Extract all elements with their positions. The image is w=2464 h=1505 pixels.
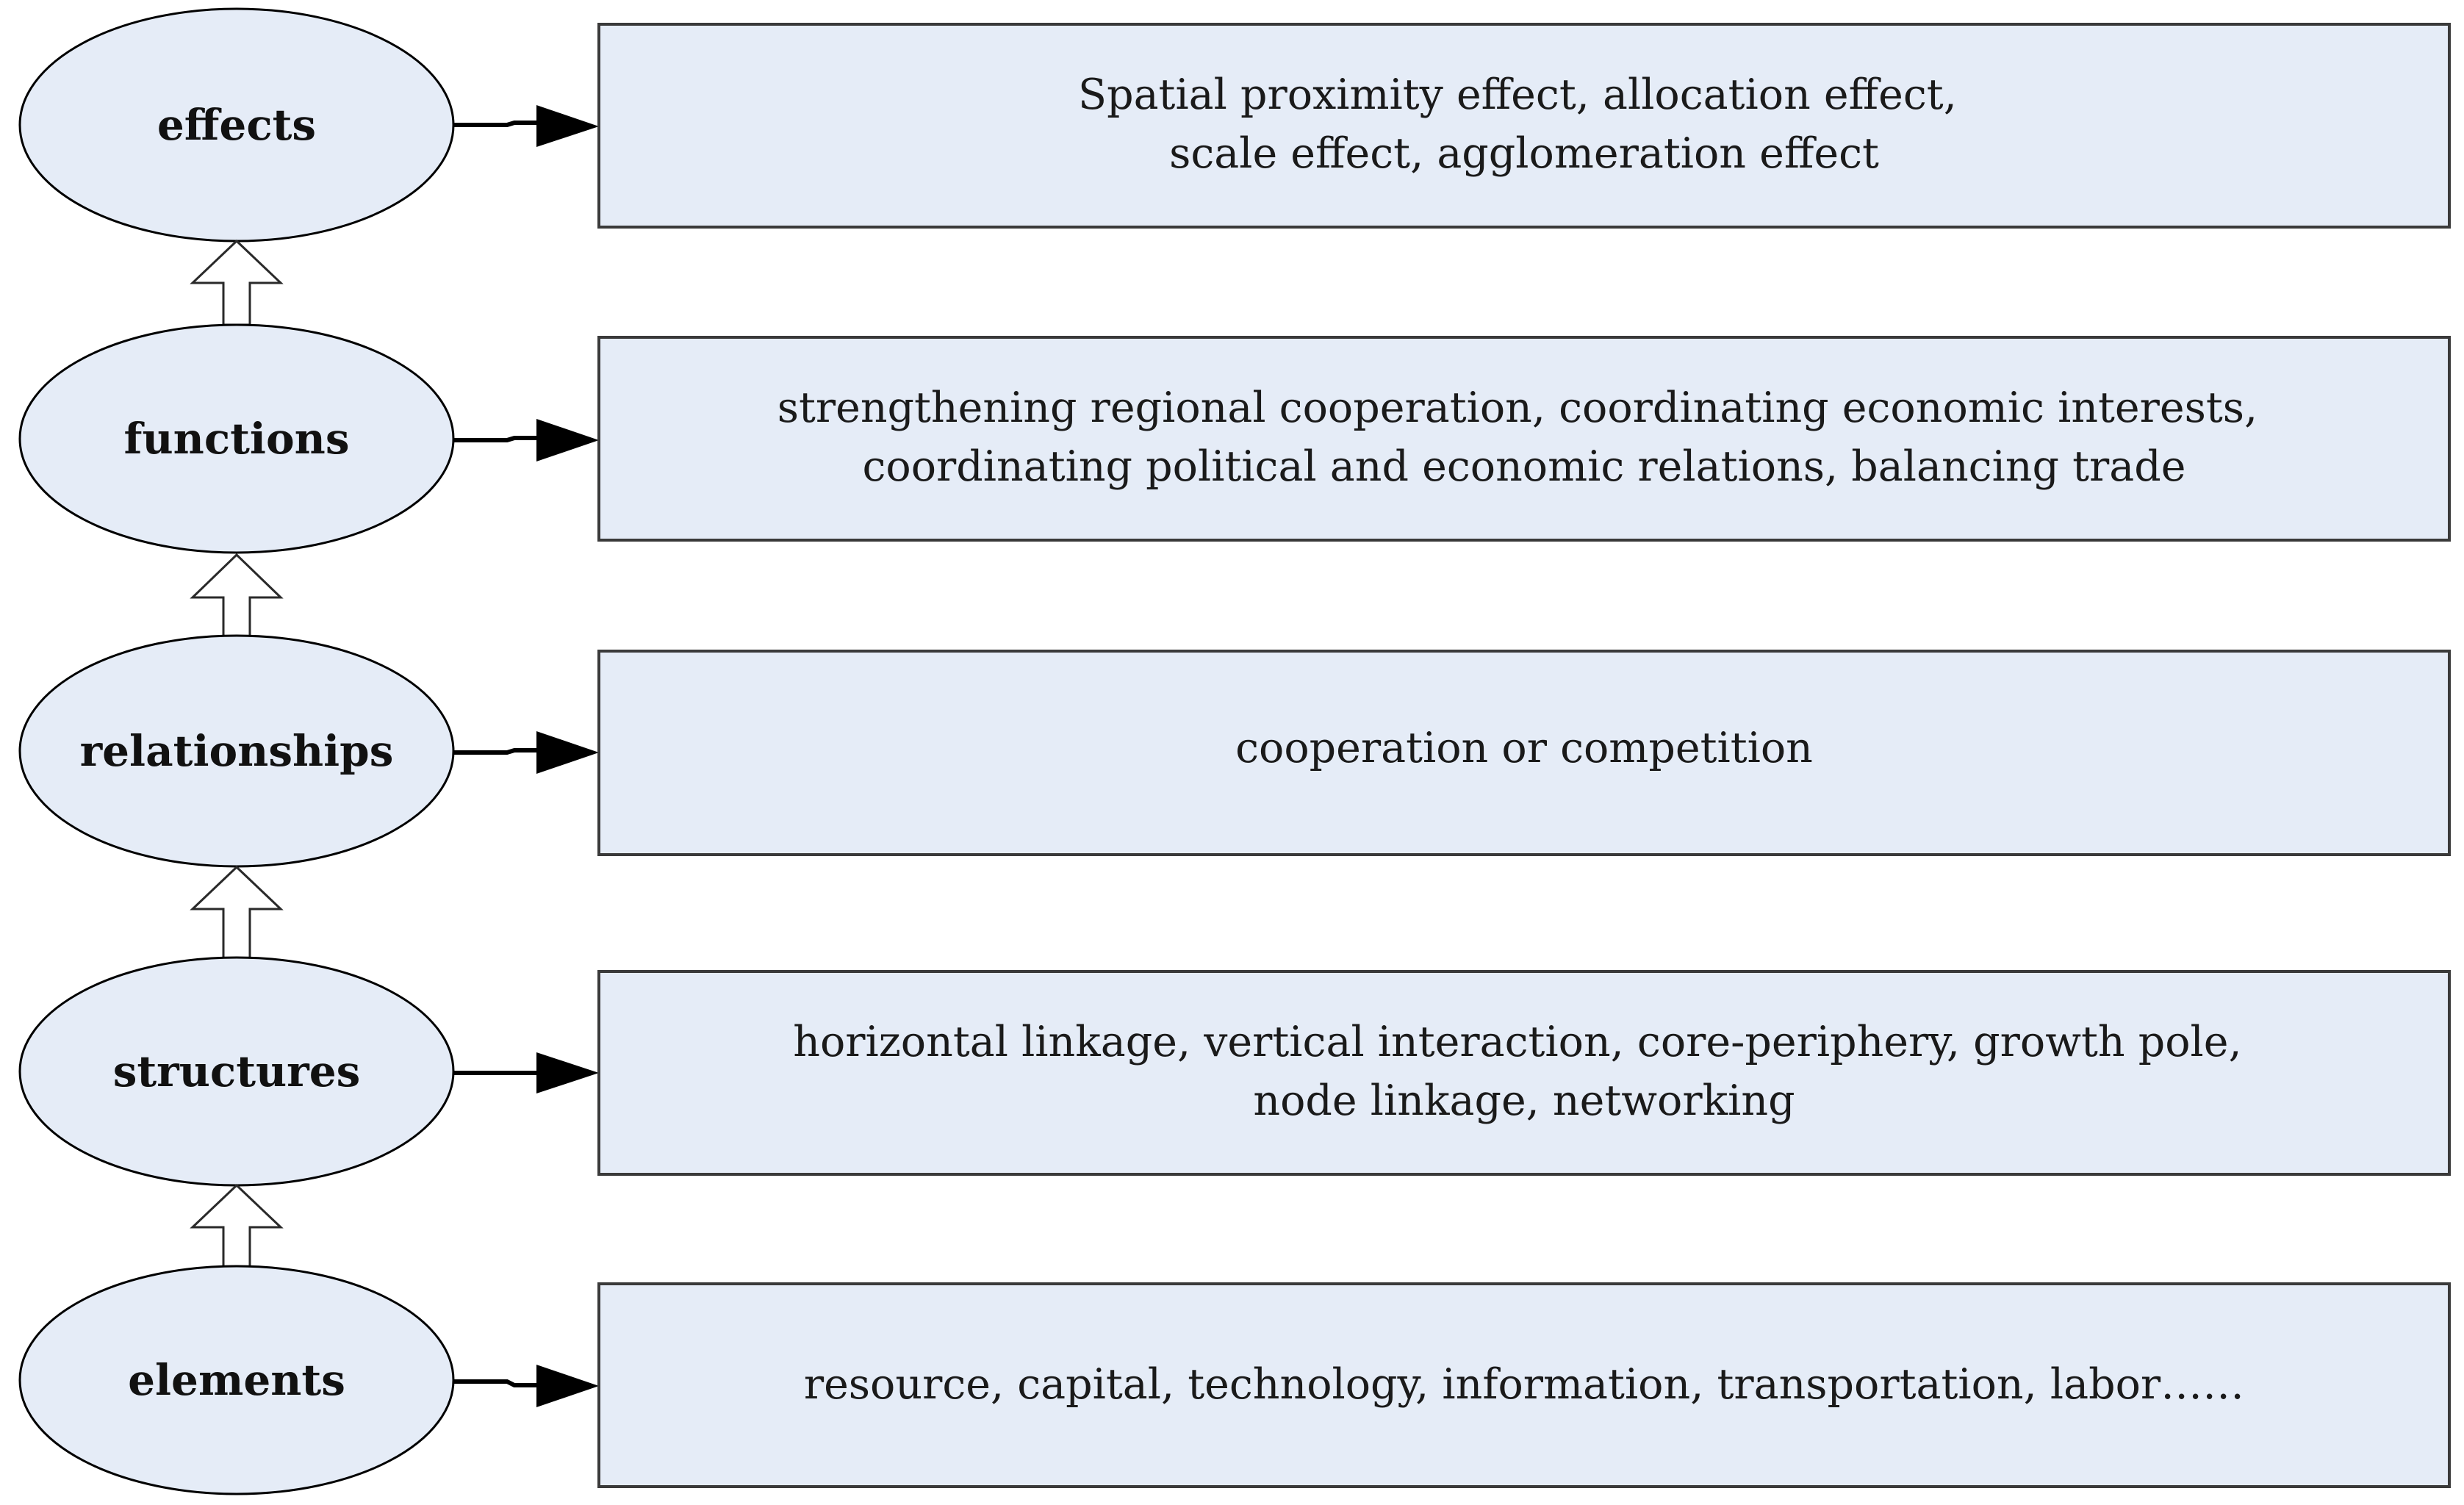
functions-node-label: functions [124,414,350,464]
functions-connector-line [453,436,540,442]
elements-node-label: elements [128,1355,345,1405]
elements-description-line-1: resource, capital, technology, informati… [804,1360,2244,1409]
structures-description-line-1: horizontal linkage, vertical interaction… [793,1018,2241,1066]
relationships-connector-line [453,748,540,755]
structures-description-line-2: node linkage, networking [1253,1077,1795,1125]
relationships-node-label: relationships [80,726,394,776]
hollow-up-arrow-functions-to-effects [190,239,284,326]
effects-description-line-1: Spatial proximity effect, allocation eff… [1078,71,1957,119]
level-effects: effects Spatial proximity effect, alloca… [18,7,2451,243]
hollow-up-arrow-relationships-to-functions [190,553,284,641]
elements-description-box [597,1282,2451,1488]
structures-connector-arrowhead [536,1052,599,1093]
effects-description: Spatial proximity effect, allocation eff… [1078,71,1970,178]
functions-description-box [597,336,2451,542]
effects-connector-arrowhead [536,105,599,147]
effects-description-box [597,23,2451,229]
functions-description-line-2: coordinating political and economic rela… [862,442,2185,491]
effects-connector-line [453,121,540,127]
level-functions: functions strengthening regional coopera… [18,323,2451,554]
structures-node-label: structures [113,1046,361,1096]
level-structures: structures horizontal linkage, vertical … [18,956,2451,1187]
hollow-up-arrow-structures-to-relationships [190,865,284,960]
relationships-description: cooperation or competition [1235,724,1813,772]
elements-connector-line [453,1379,540,1387]
effects-node-label: effects [157,100,316,150]
functions-connector-arrowhead [536,419,599,461]
elements-connector-arrowhead [536,1365,599,1407]
elements-description: resource, capital, technology, informati… [804,1360,2244,1409]
relationships-description-box [597,650,2451,856]
effects-description-line-2: scale effect, agglomeration effect [1169,129,1879,178]
structures-description-box [597,970,2451,1176]
level-relationships: relationships cooperation or competition [18,634,2451,868]
relationships-description-line-1: cooperation or competition [1235,724,1813,772]
hollow-up-arrow-elements-to-structures [190,1183,284,1269]
functions-description: strengthening regional cooperation, coor… [777,384,2271,491]
relationships-connector-arrowhead [536,731,599,774]
functions-description-line-1: strengthening regional cooperation, coor… [777,384,2258,432]
level-elements: elements resource, capital, technology, … [18,1265,2451,1495]
structures-description: horizontal linkage, vertical interaction… [793,1018,2255,1125]
